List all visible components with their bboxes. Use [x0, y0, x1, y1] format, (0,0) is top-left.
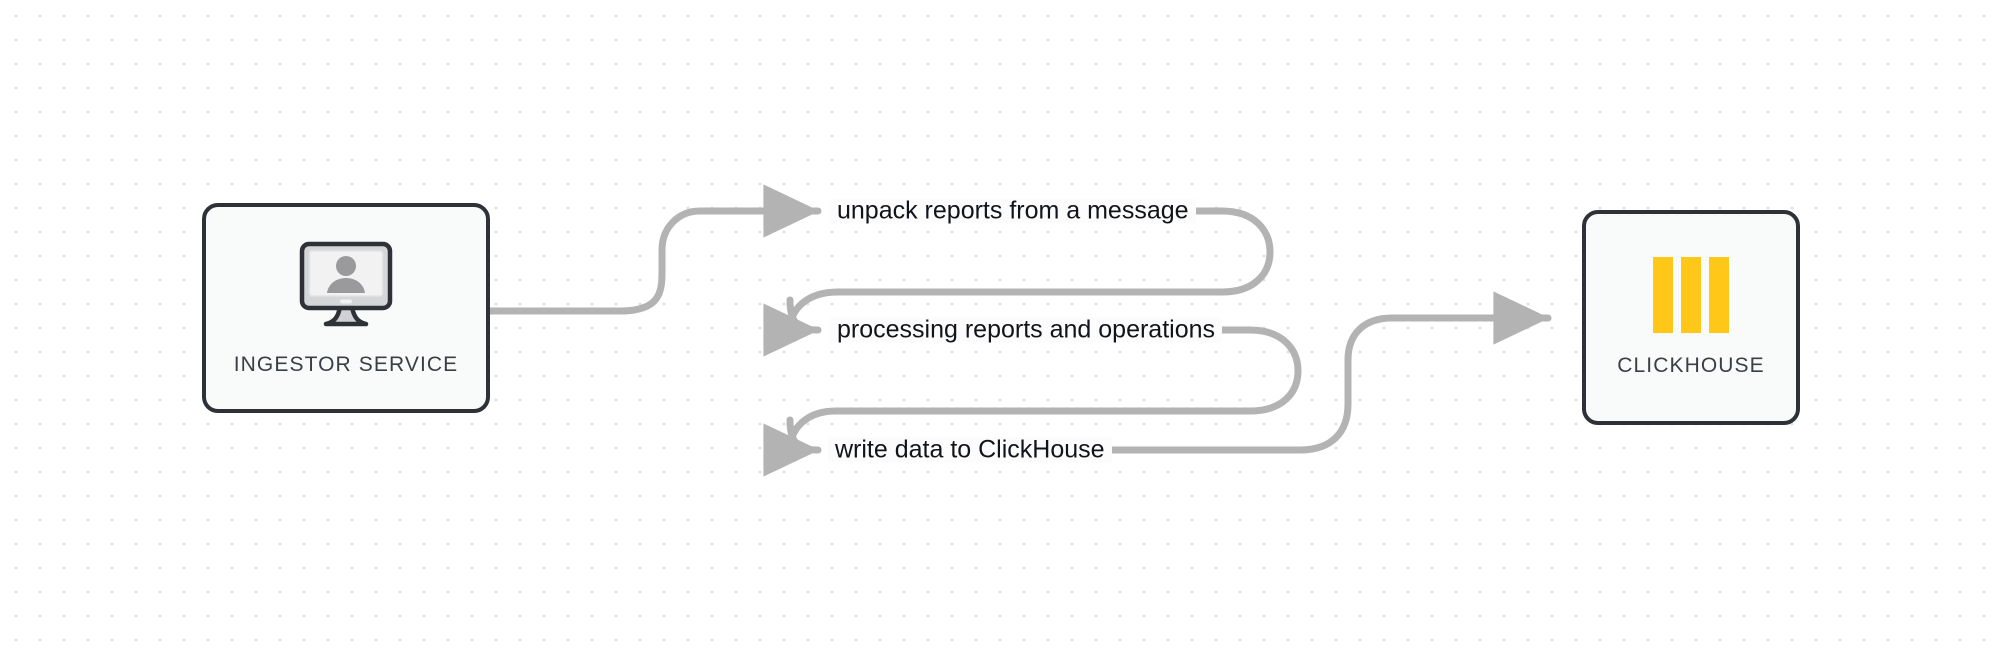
edge-path-segment-2b [763, 296, 822, 357]
edge-label-write-data: write data to ClickHouse [828, 437, 1112, 463]
edge-label-unpack-reports: unpack reports from a message [830, 198, 1196, 224]
node-label-ingestor-service: INGESTOR SERVICE [233, 352, 459, 376]
edge-label-processing-reports: processing reports and operations [830, 317, 1223, 343]
edge-path-segment-2 [786, 207, 1274, 334]
node-ingestor-service[interactable]: INGESTOR SERVICE [202, 203, 490, 413]
clickhouse-bars-icon [1649, 257, 1733, 338]
edge-path-segment-1 [486, 184, 822, 315]
edge-path-segment-3 [786, 326, 1302, 454]
edge-path-segment-3b [763, 416, 822, 477]
node-label-clickhouse: CLICKHOUSE [1617, 354, 1765, 377]
node-clickhouse[interactable]: CLICKHOUSE [1582, 210, 1800, 425]
monitor-user-icon [296, 240, 396, 337]
